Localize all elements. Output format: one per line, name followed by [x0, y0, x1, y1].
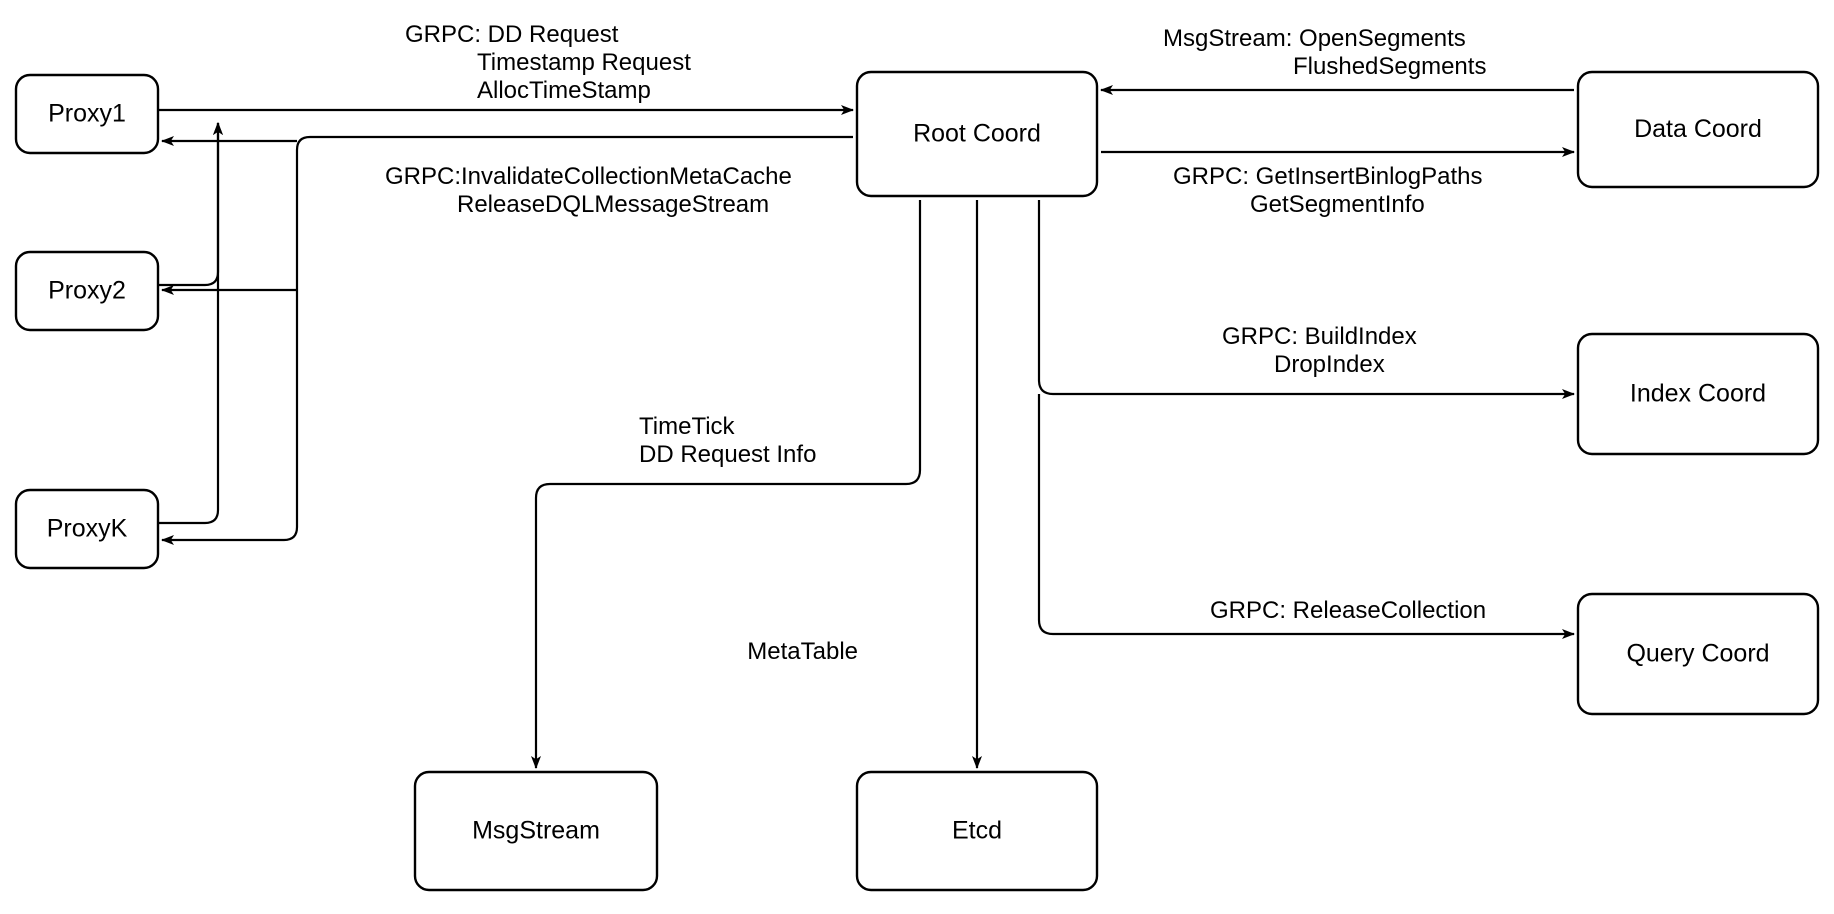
- node-box-datacoord[interactable]: [1576, 70, 1820, 189]
- edge-label-root-to-proxy: GRPC:InvalidateCollectionMetaCacheReleas…: [385, 163, 792, 218]
- edge-label-line: GRPC: BuildIndex: [1222, 323, 1417, 350]
- node-box-indexcoord[interactable]: [1576, 332, 1820, 456]
- edge-label-line: GetSegmentInfo: [1250, 191, 1425, 218]
- node-box-proxyk[interactable]: [14, 488, 160, 570]
- edge-label-line: GRPC:InvalidateCollectionMetaCache: [385, 163, 792, 190]
- edge-proxy2-tick: [158, 122, 223, 287]
- node-rootcoord[interactable]: Root Coord: [855, 70, 1099, 198]
- edge-label-line: DD Request Info: [639, 441, 816, 468]
- edge-rootcoord-to-msgstream: [531, 200, 922, 769]
- node-label-indexcoord: Index Coord: [1630, 380, 1766, 408]
- edge-label-line: DropIndex: [1274, 351, 1385, 378]
- node-proxyk[interactable]: ProxyK: [14, 488, 160, 570]
- edge-label-line: FlushedSegments: [1293, 53, 1486, 80]
- edge-rootcoord-to-querycoord: [1037, 394, 1575, 639]
- edge-label-line: GRPC: DD Request: [405, 21, 619, 48]
- node-msgstream[interactable]: MsgStream: [413, 770, 659, 892]
- node-proxy2[interactable]: Proxy2: [14, 250, 160, 332]
- node-label-rootcoord: Root Coord: [913, 120, 1041, 148]
- node-box-msgstream[interactable]: [413, 770, 659, 892]
- node-box-proxy2[interactable]: [14, 250, 160, 332]
- edge-label-line: ReleaseDQLMessageStream: [457, 191, 769, 218]
- node-box-rootcoord[interactable]: [855, 70, 1099, 198]
- node-label-datacoord: Data Coord: [1634, 115, 1762, 143]
- edge-rootcoord-to-indexcoord: [1037, 200, 1575, 399]
- edge-label-line: TimeTick: [639, 413, 736, 440]
- node-label-etcd: Etcd: [952, 817, 1002, 845]
- edge-label-root-to-querycoord: GRPC: ReleaseCollection: [1210, 597, 1486, 624]
- edge-label-line: MsgStream: OpenSegments: [1163, 25, 1466, 52]
- node-label-proxy2: Proxy2: [48, 277, 126, 305]
- edge-label-line: GRPC: GetInsertBinlogPaths: [1173, 163, 1482, 190]
- node-label-proxyk: ProxyK: [47, 515, 128, 543]
- edges-layer: [158, 85, 1575, 769]
- node-proxy1[interactable]: Proxy1: [14, 73, 160, 155]
- edge-label-line: MetaTable: [747, 638, 858, 665]
- node-label-querycoord: Query Coord: [1626, 640, 1769, 668]
- edge-label-root-to-etcd: MetaTable: [747, 638, 858, 665]
- edge-label-line: GRPC: ReleaseCollection: [1210, 597, 1486, 624]
- node-etcd[interactable]: Etcd: [855, 770, 1099, 892]
- node-label-proxy1: Proxy1: [48, 100, 126, 128]
- node-label-msgstream: MsgStream: [472, 817, 600, 845]
- edge-label-line: AllocTimeStamp: [477, 77, 651, 104]
- node-box-etcd[interactable]: [855, 770, 1099, 892]
- node-datacoord[interactable]: Data Coord: [1576, 70, 1820, 189]
- node-box-proxy1[interactable]: [14, 73, 160, 155]
- edge-label-line: Timestamp Request: [477, 49, 691, 76]
- node-indexcoord[interactable]: Index Coord: [1576, 332, 1820, 456]
- edge-rootcoord-to-proxy1: [161, 135, 853, 545]
- node-box-querycoord[interactable]: [1576, 592, 1820, 716]
- node-querycoord[interactable]: Query Coord: [1576, 592, 1820, 716]
- edge-proxies-tick-trunk: [158, 122, 223, 525]
